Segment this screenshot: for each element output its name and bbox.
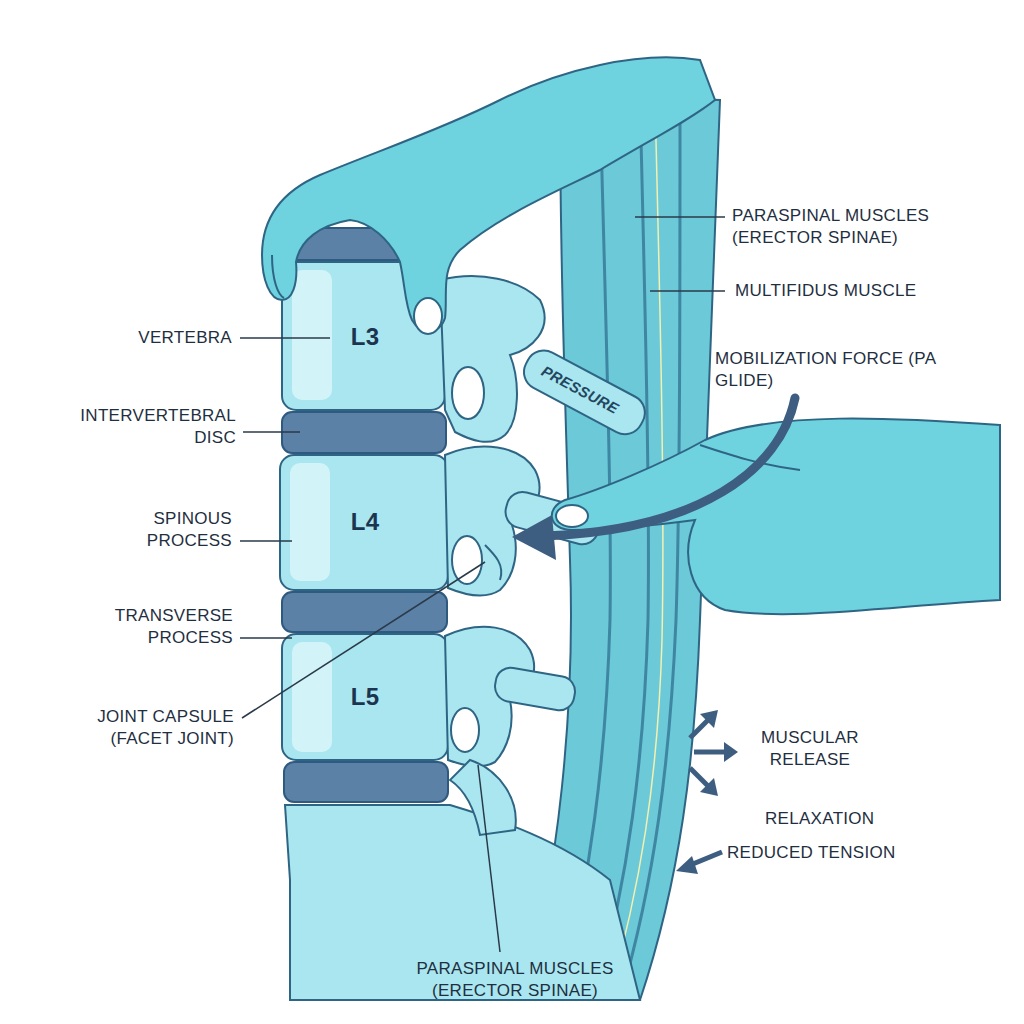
posterior-elements: [440, 276, 651, 835]
part-label: SPINOUS PROCESS: [122, 508, 232, 552]
effect-label: MUSCULAR RELEASE: [745, 727, 875, 771]
part-label: PARASPINAL MUSCLES (ERECTOR SPINAE): [732, 205, 994, 249]
vertebral-body: [280, 262, 448, 760]
effect-label: REDUCED TENSION: [727, 842, 987, 864]
effect-label: RELAXATION: [765, 808, 985, 830]
leader-line: [240, 217, 725, 952]
force-arrow: [512, 398, 795, 560]
part-label: JOINT CAPSULE (FACET JOINT): [64, 706, 234, 750]
vertebra-level: L4: [335, 508, 395, 536]
top-hand: [262, 57, 715, 334]
part-label: PARASPINAL MUSCLES (ERECTOR SPINAE): [400, 958, 630, 1002]
intervertebral-disc: [282, 228, 448, 802]
part-label: VERTEBRA: [122, 327, 232, 349]
part-label: TRANSVERSE PROCESS: [98, 605, 233, 649]
facet-joint: [485, 545, 501, 580]
part-label: INTERVERTEBRAL DISC: [56, 405, 236, 449]
body-highlight: [290, 270, 332, 752]
force-label: MOBILIZATION FORCE (PA GLIDE): [715, 348, 960, 392]
vertebra-level: L3: [335, 323, 395, 351]
vertebra-level: L5: [335, 683, 395, 711]
foramen: [451, 367, 484, 752]
part-label: MULTIFIDUS MUSCLE: [735, 280, 997, 302]
